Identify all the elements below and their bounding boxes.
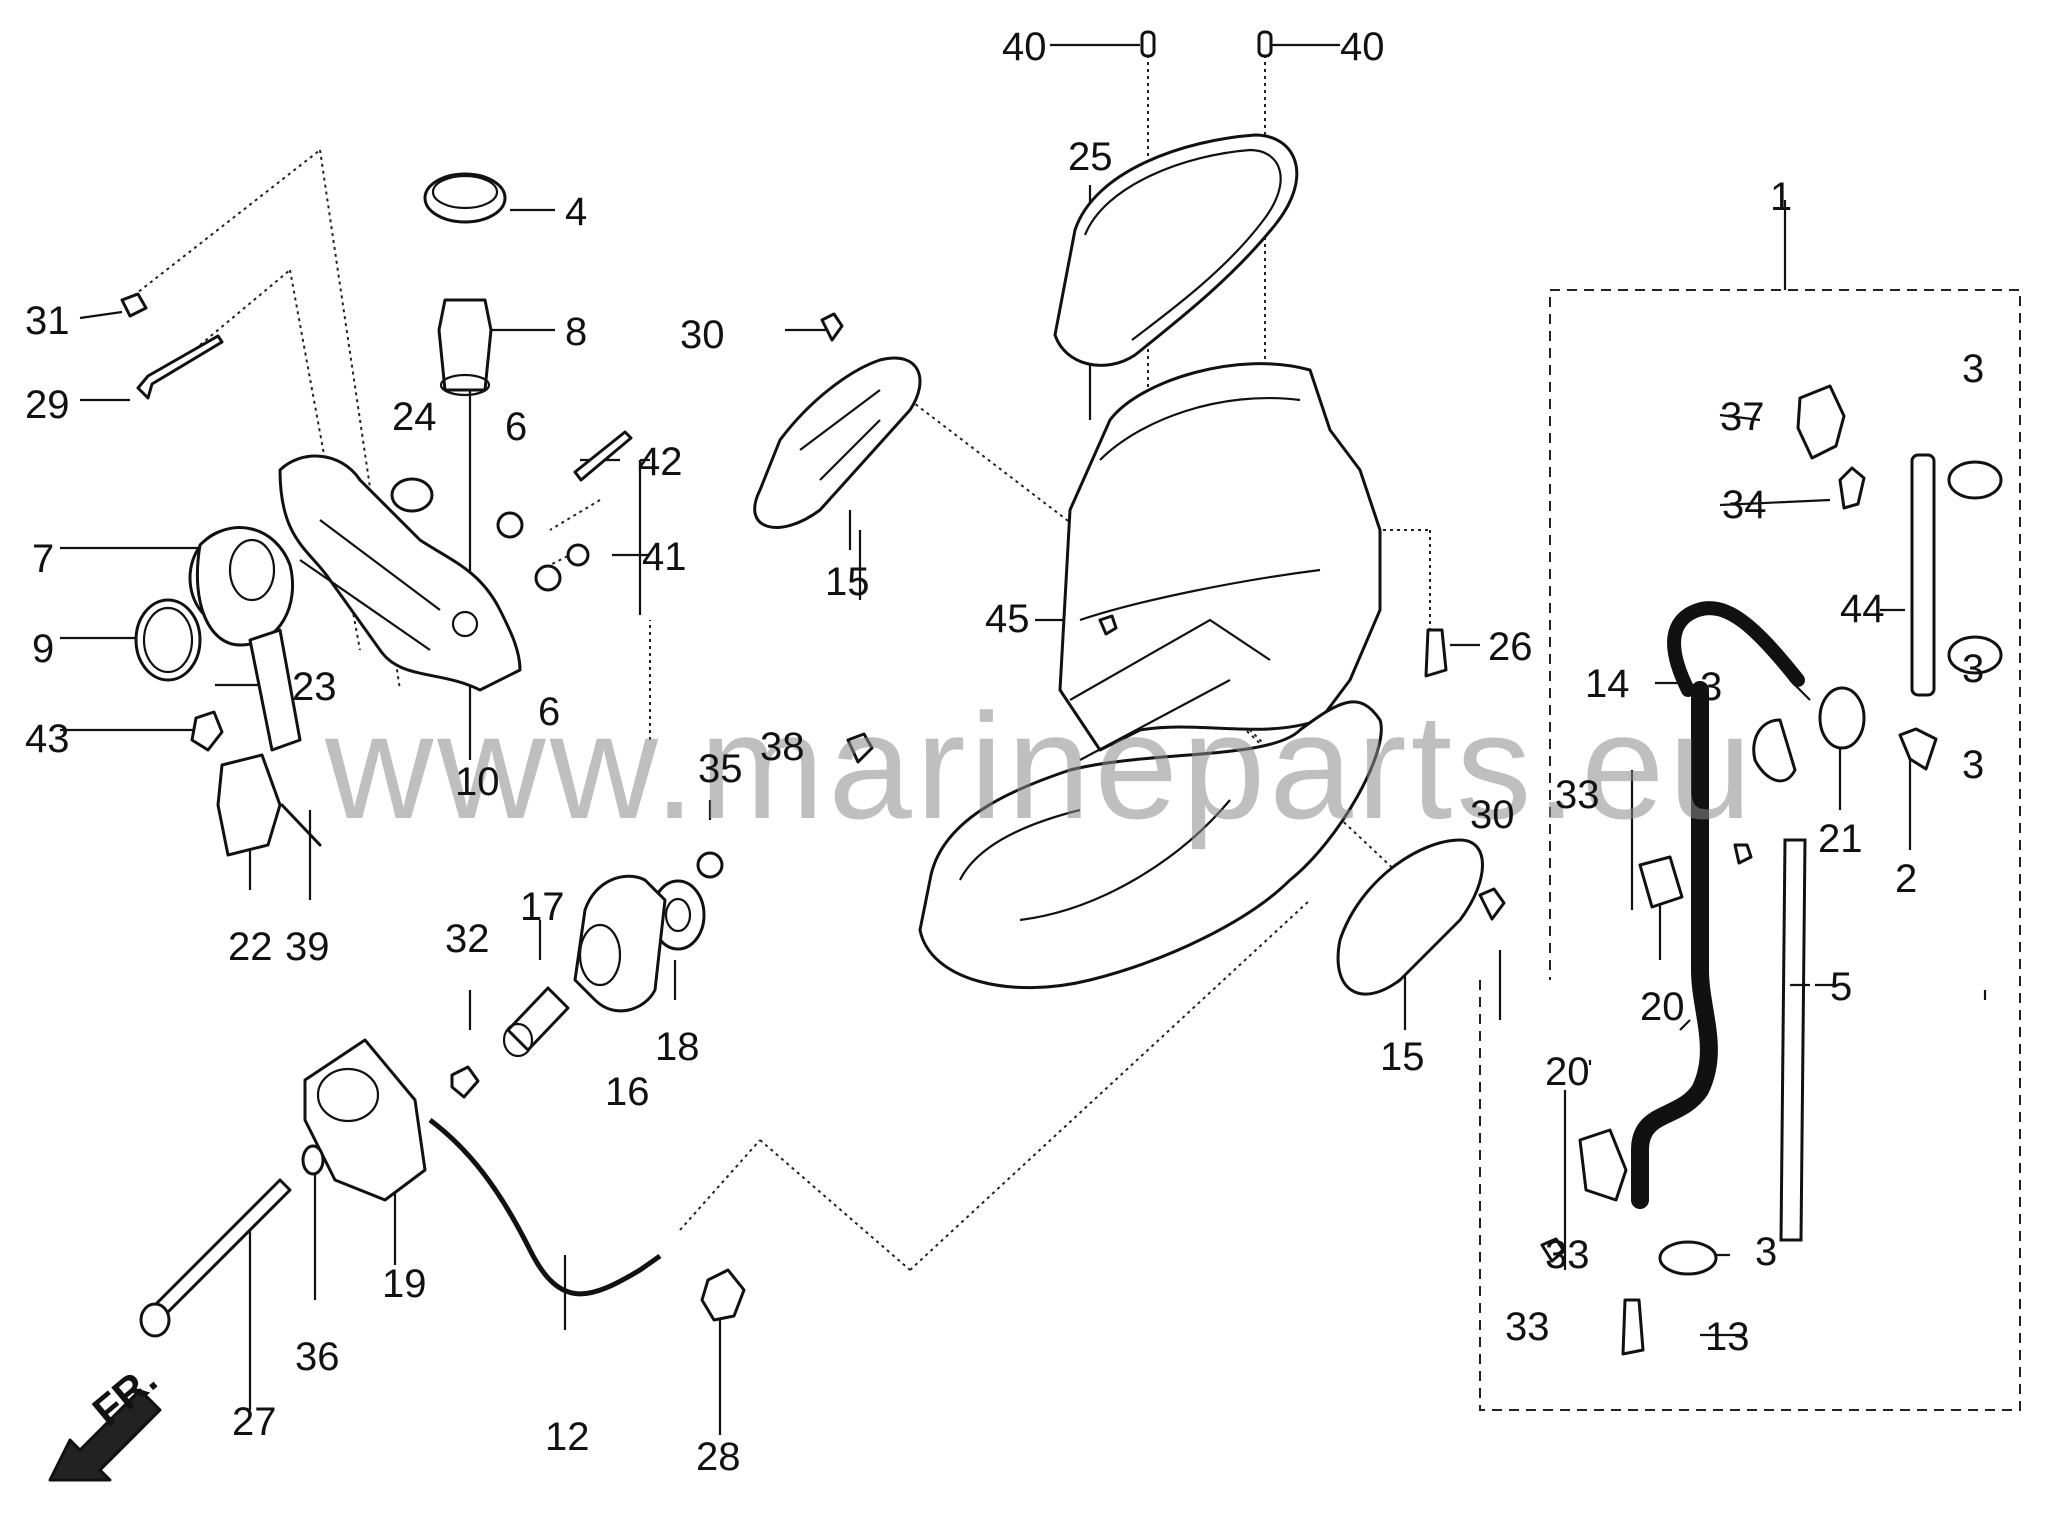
callout: 29 xyxy=(25,383,70,427)
callout: 24 xyxy=(392,395,437,439)
callout: 7 xyxy=(32,537,54,581)
callout: 30 xyxy=(1470,793,1515,837)
callout: 18 xyxy=(655,1025,700,1069)
callout: 33 xyxy=(1545,1233,1590,1277)
callout: 27 xyxy=(232,1400,277,1444)
callout: 39 xyxy=(285,925,330,969)
callout: 23 xyxy=(292,665,337,709)
callout: 2 xyxy=(1895,857,1917,901)
callout: 40 xyxy=(1002,25,1047,69)
extension-case xyxy=(1058,362,1382,752)
callout: 22 xyxy=(228,925,273,969)
callout: 41 xyxy=(642,535,687,579)
callout: 9 xyxy=(32,627,54,671)
callout: 17 xyxy=(520,885,565,929)
callout: 43 xyxy=(25,717,70,761)
callout: 3 xyxy=(1962,647,1984,691)
callout: 33 xyxy=(1505,1305,1550,1349)
callout: 3 xyxy=(1962,743,1984,787)
callout: 26 xyxy=(1488,625,1533,669)
callout: 10 xyxy=(455,760,500,804)
callout: 20 xyxy=(1545,1050,1590,1094)
callout: 38 xyxy=(760,725,805,769)
callout: 36 xyxy=(295,1335,340,1379)
callout-numbers: 1 2 3 3 3 3 3 4 5 6 6 7 8 9 10 12 13 14 … xyxy=(25,25,1984,1479)
leader-lines xyxy=(60,43,1987,1435)
callout: 35 xyxy=(698,747,743,791)
callout: 19 xyxy=(382,1262,427,1306)
callout: 31 xyxy=(25,299,70,343)
callout: 42 xyxy=(638,440,683,484)
callout: 3 xyxy=(1700,665,1722,709)
assembly-frame xyxy=(1479,200,2021,1411)
callout: 30 xyxy=(680,313,725,357)
callout: 15 xyxy=(1380,1035,1425,1079)
callout: 45 xyxy=(985,597,1030,641)
callout: 3 xyxy=(1962,347,1984,391)
callout: 1 xyxy=(1770,175,1792,219)
callout: 20 xyxy=(1640,985,1685,1029)
watermark-text: www.marineparts.eu xyxy=(324,682,1756,850)
callout: 14 xyxy=(1585,662,1630,706)
callout: 37 xyxy=(1720,395,1765,439)
callout: 6 xyxy=(538,690,560,734)
callout: 32 xyxy=(445,917,490,961)
callout: 15 xyxy=(825,560,870,604)
callout: 21 xyxy=(1818,817,1863,861)
callout: 12 xyxy=(545,1415,590,1459)
part-shapes xyxy=(48,30,2003,1482)
callout: 34 xyxy=(1722,483,1767,527)
callout: 8 xyxy=(565,310,587,354)
front-direction-arrow xyxy=(48,1388,162,1482)
callout: 25 xyxy=(1068,135,1113,179)
callout: 5 xyxy=(1830,965,1852,1009)
callout: 44 xyxy=(1840,587,1885,631)
callout: 4 xyxy=(565,190,587,234)
callout: 28 xyxy=(696,1435,741,1479)
callout: 40 xyxy=(1340,25,1385,69)
front-direction-label: FR. xyxy=(84,1355,166,1434)
callout: 33 xyxy=(1555,773,1600,817)
callout: 6 xyxy=(505,405,527,449)
callout: 13 xyxy=(1705,1315,1750,1359)
callout: 16 xyxy=(605,1070,650,1114)
callout: 3 xyxy=(1755,1230,1777,1274)
